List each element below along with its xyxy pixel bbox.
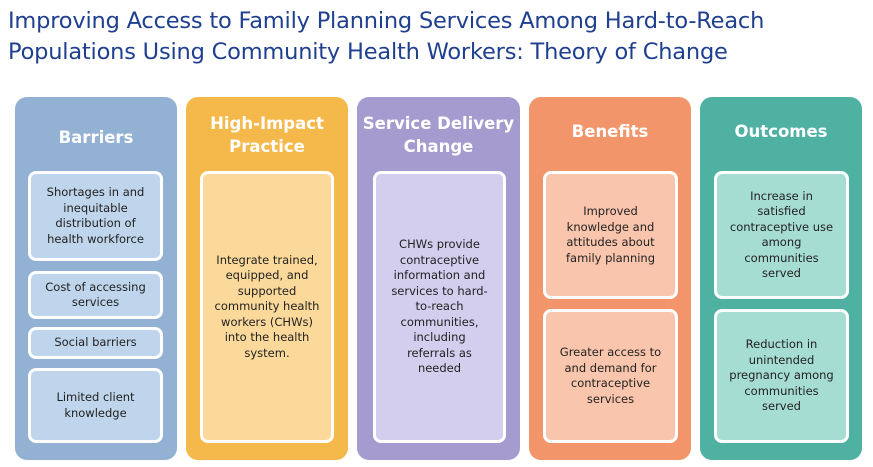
benefit-item-label: Greater access to and demand for contrac…: [559, 345, 662, 406]
benefit-item-knowledge: Improved knowledge and attitudes about f…: [543, 171, 678, 299]
barrier-item-label: Social barriers: [54, 335, 137, 350]
delivery-text: CHWs provide contraceptive information a…: [391, 237, 488, 376]
benefits-column: Benefits Improved knowledge and attitude…: [529, 97, 691, 460]
delivery-heading: Service Delivery Change: [357, 112, 520, 158]
practice-column: High-Impact Practice Integrate trained, …: [186, 97, 348, 460]
barrier-item-label: Shortages in and inequitable distributio…: [46, 185, 145, 246]
practice-text: Integrate trained, equipped, and support…: [214, 252, 320, 360]
outcomes-column: Outcomes Increase in satisfied contracep…: [700, 97, 862, 460]
outcomes-heading: Outcomes: [734, 122, 828, 141]
page-title: Improving Access to Family Planning Serv…: [8, 6, 868, 68]
barrier-item-cost: Cost of accessing services: [28, 271, 163, 319]
barriers-heading: Barriers: [58, 128, 134, 147]
delivery-column: Service Delivery Change CHWs provide con…: [357, 97, 520, 460]
outcome-item-contraceptive-use: Increase in satisfied contraceptive use …: [714, 171, 849, 299]
title-line-2: Populations Using Community Health Worke…: [8, 39, 728, 65]
outcome-item-label: Increase in satisfied contraceptive use …: [729, 188, 834, 281]
practice-heading-line-2: Practice: [229, 137, 305, 156]
practice-heading: High-Impact Practice: [186, 112, 348, 158]
practice-heading-line-1: High-Impact: [210, 114, 324, 133]
barrier-item-knowledge: Limited client knowledge: [28, 368, 163, 443]
outcome-item-label: Reduction in unintended pregnancy among …: [729, 337, 834, 414]
benefit-item-access: Greater access to and demand for contrac…: [543, 309, 678, 443]
barrier-item-label: Limited client knowledge: [56, 390, 135, 420]
benefits-heading: Benefits: [571, 122, 649, 141]
delivery-box: CHWs provide contraceptive information a…: [373, 171, 506, 443]
barrier-item-workforce: Shortages in and inequitable distributio…: [28, 171, 163, 261]
barrier-item-label: Cost of accessing services: [45, 279, 146, 310]
barriers-column: Barriers Shortages in and inequitable di…: [15, 97, 177, 460]
title-line-1: Improving Access to Family Planning Serv…: [8, 8, 765, 34]
benefit-item-label: Improved knowledge and attitudes about f…: [565, 204, 656, 265]
outcome-item-unintended-pregnancy: Reduction in unintended pregnancy among …: [714, 309, 849, 443]
delivery-heading-line-1: Service Delivery: [362, 114, 515, 133]
practice-box: Integrate trained, equipped, and support…: [200, 171, 334, 443]
barrier-item-social: Social barriers: [28, 327, 163, 359]
delivery-heading-line-2: Change: [403, 137, 474, 156]
